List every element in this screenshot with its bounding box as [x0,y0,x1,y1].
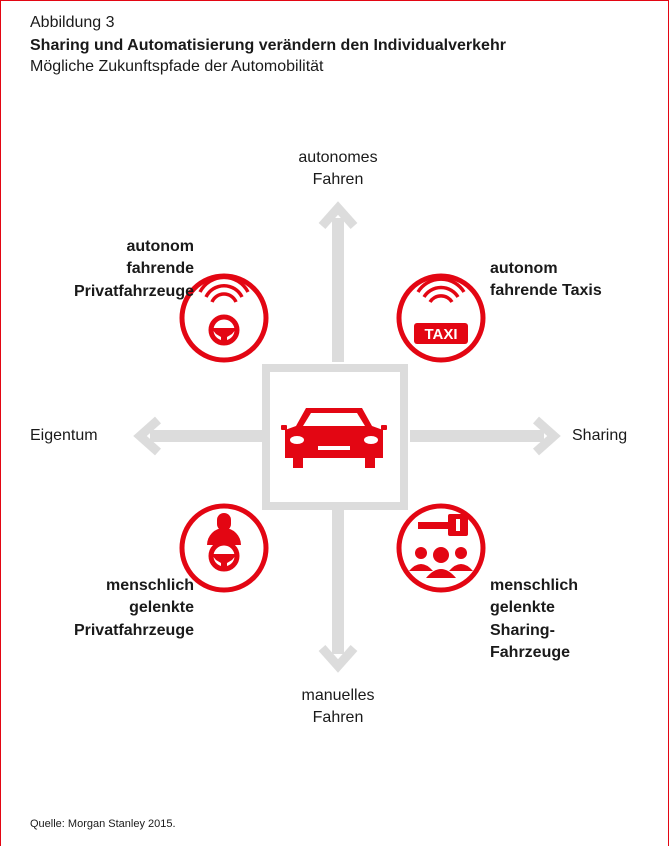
quadrant-label-line: autonom [126,238,194,255]
axis-label-top-line-1: autonomes [298,149,378,166]
quadrant-label-line: Sharing- [490,621,555,639]
taxi-icon: TAXI [396,273,486,363]
quadrant-label-line: Privatfahrzeuge [73,282,194,300]
autonomous-steering-wheel-icon [179,273,269,363]
quadrant-label-line: gelenkte [490,599,555,617]
axis-arrows [133,201,561,673]
quadrant-label-line: gelenkte [129,599,194,617]
arrow-down-shaft [332,508,344,654]
figure-subtitle: Mögliche Zukunftspfade der Automobilität [30,58,324,75]
axis-label-right: Sharing [572,427,628,444]
axis-label-top-line-2: Fahren [312,170,364,188]
car-icon [281,408,387,468]
figure-title: Sharing und Automatisierung verändern de… [30,37,506,54]
axis-label-bottom-line-1: manuelles [301,687,375,704]
quadrant-label-bottom-left: menschlich gelenkte Privatfahrzeuge [74,575,194,642]
driver-icon [179,503,269,593]
quadrant-label-line: menschlich [490,577,579,594]
quadrant-label-line: autonom [490,260,558,277]
arrow-down-head [318,645,358,673]
quadrant-label-line: fahrende Taxis [490,282,602,300]
arrow-left-head [133,416,161,456]
taxi-badge-text: TAXI [424,326,457,343]
axis-label-left: Eigentum [30,427,98,444]
axis-label-top: autonomes Fahren [278,147,398,190]
quadrant-label-top-right: autonom fahrende Taxis [490,258,602,303]
arrow-left-shaft [150,430,266,442]
arrow-right-head [533,416,561,456]
quadrant-label-line: fahrende [126,260,194,278]
quadrant-label-top-left: autonom fahrende Privatfahrzeuge [74,236,194,303]
axis-label-bottom-line-2: Fahren [312,708,364,726]
quadrant-label-bottom-right: menschlich gelenkte Sharing- Fahrzeuge [490,575,578,665]
source-note: Quelle: Morgan Stanley 2015. [30,818,176,830]
axis-label-bottom: manuelles Fahren [278,685,398,728]
shared-key-icon [396,503,486,593]
quadrant-label-line: Privatfahrzeuge [73,621,194,639]
arrow-up-head [318,201,358,229]
center-square [262,364,408,510]
arrow-right-shaft [410,430,544,442]
arrow-up-shaft [332,218,344,362]
quadrant-label-line: menschlich [105,577,194,594]
figure-label: Abbildung 3 [30,14,115,31]
quadrant-label-line: Fahrzeuge [490,644,571,662]
